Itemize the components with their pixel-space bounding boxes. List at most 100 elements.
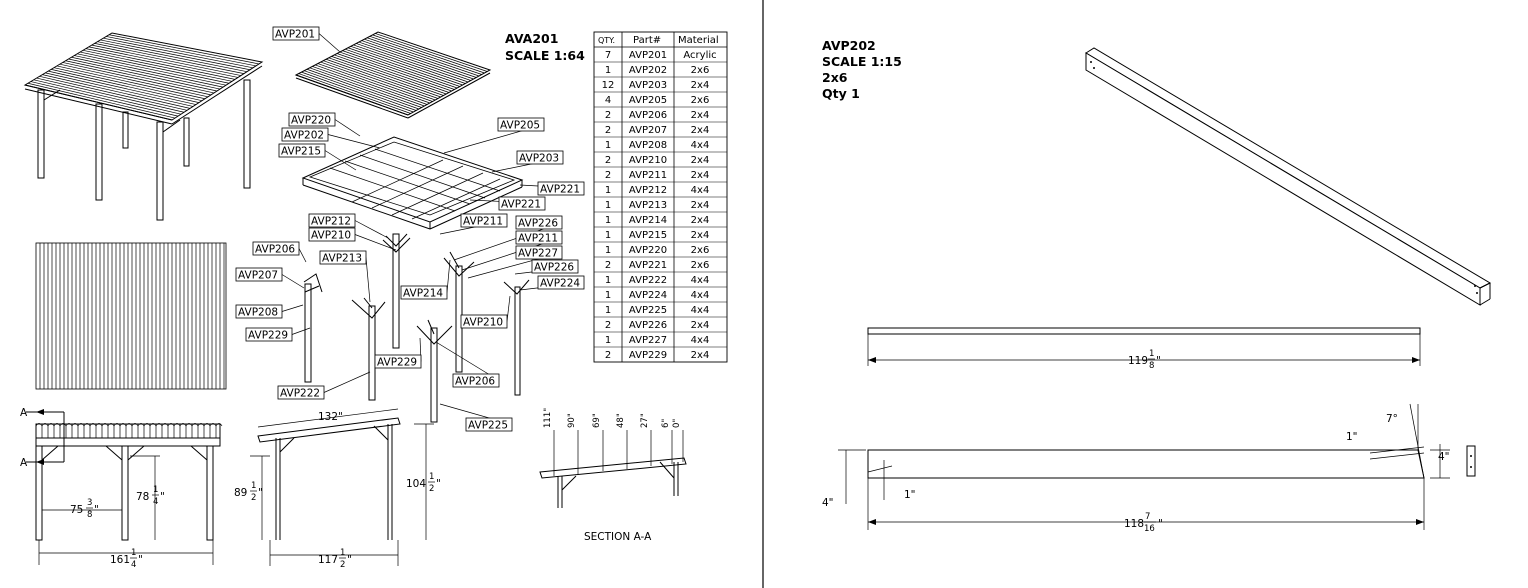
- callout-label: AVP224: [540, 278, 580, 290]
- callout-avp201: AVP201: [272, 26, 341, 53]
- callout-label: AVP211: [463, 216, 503, 228]
- dim-one-right: 1": [1346, 431, 1358, 443]
- section-a-a-view: [539, 430, 687, 508]
- dim-length-den: 8: [1149, 361, 1154, 371]
- bom-cell-qty: 2: [605, 260, 611, 271]
- bom-cell-part: AVP221: [629, 260, 667, 271]
- bom-cell-qty: 4: [605, 95, 611, 106]
- bom-cell-part: AVP208: [629, 140, 667, 151]
- dim-75-num: 3: [87, 498, 92, 508]
- callout-avp229a: AVP229: [245, 327, 311, 342]
- bom-cell-material: 4x4: [691, 185, 710, 196]
- bom-cell-material: 2x6: [691, 65, 710, 76]
- callout-avp213: AVP213: [319, 250, 371, 303]
- callout-label: AVP221: [540, 184, 580, 196]
- bom-cell-qty: 12: [602, 80, 615, 91]
- callout-label: AVP210: [311, 230, 351, 242]
- bom-cell-part: AVP206: [629, 110, 667, 121]
- bom-cell-material: 2x4: [691, 215, 710, 226]
- callout-avp211a: AVP211: [439, 213, 508, 235]
- callout-label: AVP202: [284, 130, 324, 142]
- bom-cell-material: 4x4: [691, 140, 710, 151]
- part-material: 2x6: [822, 70, 848, 85]
- bom-cell-qty: 2: [605, 155, 611, 166]
- callout-avp206a: AVP206: [252, 241, 307, 263]
- dim-117-unit: ": [347, 554, 352, 566]
- bom-cell-material: 2x4: [691, 350, 710, 361]
- dim-angle: 7°: [1386, 413, 1398, 425]
- callout-avp221a: AVP221: [519, 181, 585, 196]
- dim-161-den: 4: [131, 560, 136, 570]
- callout-label: AVP226: [534, 262, 574, 274]
- bom-cell-qty: 2: [605, 170, 611, 181]
- bom-header-part: Part#: [633, 35, 661, 46]
- dim-161-num: 1: [131, 548, 136, 558]
- bom-cell-material: 4x4: [691, 335, 710, 346]
- dim-117-den: 2: [340, 560, 345, 570]
- callout-avp211b: AVP211: [461, 230, 563, 271]
- part-detail-sheet: AVP202 SCALE 1:15 2x6 Qty 1 119 1 8 ": [822, 38, 1492, 534]
- dim-89-num: 1: [251, 481, 256, 491]
- callout-avp210b: AVP210: [460, 295, 511, 329]
- dim-length-unit: ": [1156, 355, 1161, 367]
- dim-length: 119: [1128, 355, 1148, 367]
- bom-cell-qty: 1: [605, 305, 611, 316]
- section-spacing-label: 6": [661, 419, 671, 428]
- bom-cell-material: Acrylic: [683, 50, 716, 61]
- bom-cell-part: AVP205: [629, 95, 667, 106]
- dim-78-unit: ": [160, 491, 165, 503]
- roof-frame-exploded: [301, 136, 524, 230]
- bom-cell-part: AVP227: [629, 335, 667, 346]
- section-spacing-label: 69": [592, 413, 602, 428]
- dim-75: 75: [70, 504, 83, 516]
- bom-cell-part: AVP201: [629, 50, 667, 61]
- bom-cell-part: AVP202: [629, 65, 667, 76]
- bom-cell-qty: 1: [605, 290, 611, 301]
- section-spacing-label: 48": [616, 413, 626, 428]
- dim-161-unit: ": [138, 554, 143, 566]
- front-elevation: A A: [20, 407, 223, 565]
- bom-cell-material: 2x6: [691, 95, 710, 106]
- callout-label: AVP226: [518, 218, 558, 230]
- callout-avp221b: AVP221: [469, 196, 546, 211]
- bom-cell-part: AVP220: [629, 245, 667, 256]
- board-isometric: [1085, 47, 1492, 306]
- bom-cell-material: 2x4: [691, 110, 710, 121]
- dim-bottom-num: 7: [1145, 512, 1150, 522]
- part-number: AVP202: [822, 38, 876, 53]
- part-qty: Qty 1: [822, 86, 860, 101]
- callout-avp210a: AVP210: [308, 227, 397, 251]
- bom-cell-part: AVP210: [629, 155, 667, 166]
- callout-avp207: AVP207: [235, 267, 305, 289]
- callout-avp224: AVP224: [519, 275, 585, 291]
- dim-161: 161: [110, 554, 130, 566]
- callout-avp222: AVP222: [277, 371, 371, 400]
- callout-avp215: AVP215: [278, 143, 357, 171]
- bom-cell-material: 2x4: [691, 320, 710, 331]
- callout-label: AVP201: [275, 29, 315, 41]
- bom-cell-qty: 1: [605, 275, 611, 286]
- callout-label: AVP206: [255, 244, 295, 256]
- bom-cell-qty: 2: [605, 320, 611, 331]
- callout-label: AVP221: [501, 199, 541, 211]
- bom-cell-qty: 1: [605, 335, 611, 346]
- callout-avp225: AVP225: [439, 403, 513, 432]
- section-label: SECTION A-A: [584, 531, 652, 543]
- side-elevation: [250, 408, 434, 566]
- callout-avp220: AVP220: [288, 112, 361, 137]
- dim-one-left: 1": [904, 489, 916, 501]
- dim-bottom-den: 16: [1144, 524, 1155, 534]
- assembly-sheet: AVA201 SCALE 1:64: [20, 26, 728, 570]
- callout-avp214: AVP214: [400, 259, 451, 300]
- bom-cell-material: 2x4: [691, 230, 710, 241]
- bom-cell-material: 2x4: [691, 80, 710, 91]
- callout-label: AVP222: [280, 388, 320, 400]
- callout-avp205: AVP205: [443, 117, 545, 154]
- bom-cell-material: 2x6: [691, 245, 710, 256]
- dim-89: 89: [234, 487, 247, 499]
- bom-cell-part: AVP212: [629, 185, 667, 196]
- dim-104-num: 1: [429, 472, 434, 482]
- callout-label: AVP212: [311, 216, 351, 228]
- dim-bottom-length: 118: [1124, 518, 1144, 530]
